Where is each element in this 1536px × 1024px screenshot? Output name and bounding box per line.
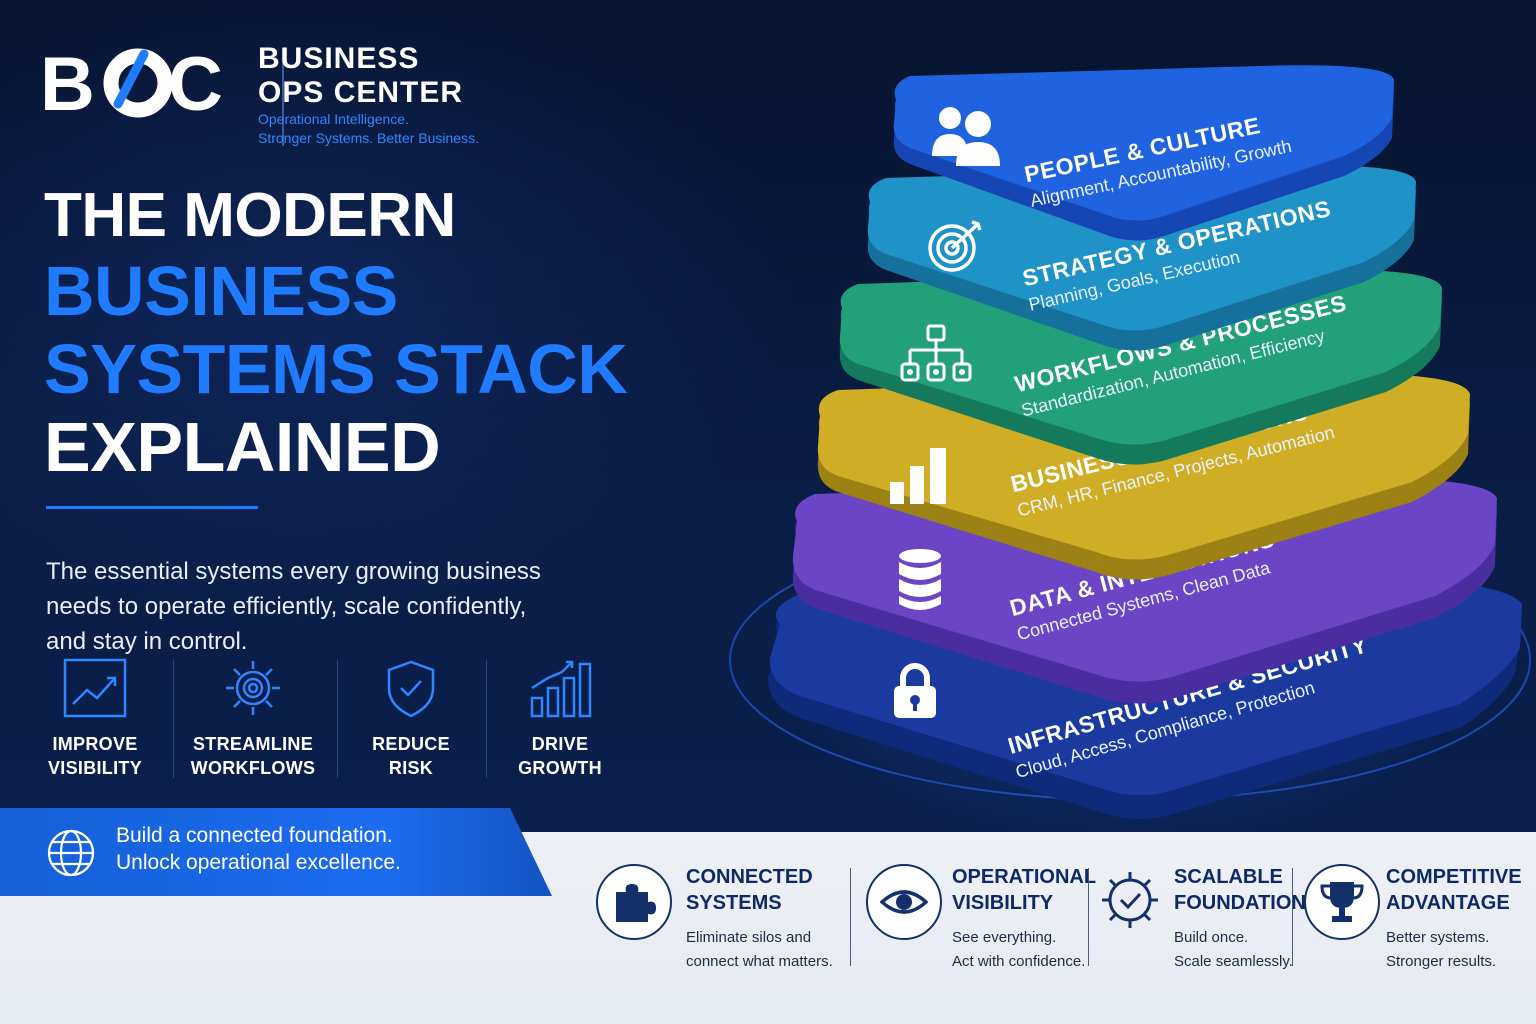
benefit-label: REDUCE RISK (372, 734, 450, 778)
feature-title: OPERATIONAL VISIBILITY (952, 866, 1097, 914)
padlock-icon (894, 663, 936, 718)
layer-slab (839, 269, 1442, 465)
org-chart-icon (900, 324, 972, 382)
cta-ribbon: Build a connected foundation. Unlock ope… (0, 808, 552, 896)
feature-operational-visibility: OPERATIONAL VISIBILITY See everything. A… (866, 860, 1096, 990)
shield-check-icon (387, 660, 435, 718)
brand-tagline-line1: Operational Intelligence. (258, 111, 409, 127)
target-icon (928, 220, 982, 272)
feature-competitive-advantage: COMPETITIVE ADVANTAGE Better systems. St… (1304, 860, 1524, 990)
stack-layer-strategy: STRATEGY & OPERATIONS Planning, Goals, E… (864, 165, 1420, 356)
feature-icon-circle (866, 864, 942, 940)
benefit-drive-growth: DRIVE GROWTH (485, 658, 635, 782)
feature-divider (1088, 868, 1089, 966)
stack-layer-people: PEOPLE & CULTURE Alignment, Accountabili… (890, 65, 1396, 246)
logo-divider (282, 48, 284, 146)
cta-line1: Build a connected foundation. (116, 824, 393, 847)
benefit-divider (173, 660, 174, 778)
benefit-label: STREAMLINE WORKFLOWS (190, 734, 316, 778)
benefit-label: IMPROVE VISIBILITY (47, 734, 142, 778)
title-line1: THE MODERN (44, 181, 456, 250)
layer-slab (893, 65, 1394, 241)
feature-desc: Build once. Scale seamlessly. (1174, 929, 1293, 970)
svg-text:B: B (40, 42, 92, 120)
benefit-divider (337, 660, 338, 778)
feature-desc: Better systems. Stronger results. (1386, 929, 1497, 970)
brand-name-line2: OPS CENTER (258, 76, 464, 109)
title-line3: SYSTEMS STACK (44, 330, 628, 408)
puzzle-icon (616, 884, 656, 922)
feature-title: SCALABLE FOUNDATION (1174, 866, 1306, 914)
feature-title: CONNECTED SYSTEMS (686, 866, 813, 914)
feature-connected-systems: CONNECTED SYSTEMS Eliminate silos and co… (596, 860, 846, 990)
boc-logo-mark: B C (40, 42, 223, 120)
benefit-label: DRIVE GROWTH (518, 734, 602, 778)
bar-chart-icon (890, 448, 946, 504)
page-title: THE MODERN BUSINESS SYSTEMS STACK EXPLAI… (44, 180, 664, 486)
benefit-divider (486, 660, 487, 778)
trend-chart-icon (63, 658, 127, 718)
benefit-reduce-risk: REDUCE RISK (336, 658, 486, 782)
benefit-streamline-workflows: STREAMLINE WORKFLOWS (178, 658, 328, 782)
svg-text:C: C (168, 42, 223, 120)
gear-check-icon (1102, 872, 1158, 928)
feature-divider (1292, 868, 1293, 966)
feature-desc: Eliminate silos and connect what matters… (686, 929, 833, 970)
feature-scalable-foundation: SCALABLE FOUNDATION Build once. Scale se… (1098, 860, 1306, 990)
gear-icon (226, 661, 280, 715)
feature-desc: See everything. Act with confidence. (952, 929, 1086, 970)
cta-line2: Unlock operational excellence. (116, 851, 401, 874)
feature-divider (850, 868, 851, 966)
people-icon (932, 107, 1000, 166)
title-line4: EXPLAINED (44, 408, 441, 486)
benefits-row: IMPROVE VISIBILITY STREAMLINE WORKFLOWS … (20, 658, 650, 782)
trophy-icon (1320, 882, 1364, 922)
brand-logo: B C BUSINESS OPS CENTER Operational Inte… (40, 40, 510, 150)
globe-icon (47, 829, 95, 877)
title-underline (46, 506, 258, 509)
benefit-improve-visibility: IMPROVE VISIBILITY (20, 658, 170, 782)
title-line2: BUSINESS (44, 252, 398, 330)
brand-tagline-line2: Stronger Systems. Better Business. (258, 130, 479, 146)
database-icon (899, 549, 941, 610)
subtitle: The essential systems every growing busi… (46, 558, 541, 655)
feature-title: COMPETITIVE ADVANTAGE (1386, 866, 1522, 914)
growth-bars-icon (530, 660, 592, 718)
eye-icon (880, 890, 928, 914)
feature-icon-circle (596, 864, 672, 940)
stack-layer-workflows: WORKFLOWS & PROCESSES Standardization, A… (836, 269, 1448, 470)
systems-stack: INFRASTRUCTURE & SECURITY Cloud, Access,… (600, 30, 1536, 830)
feature-icon-circle (1304, 864, 1380, 940)
brand-name-line1: BUSINESS (258, 42, 420, 75)
layer-slab (867, 165, 1416, 351)
